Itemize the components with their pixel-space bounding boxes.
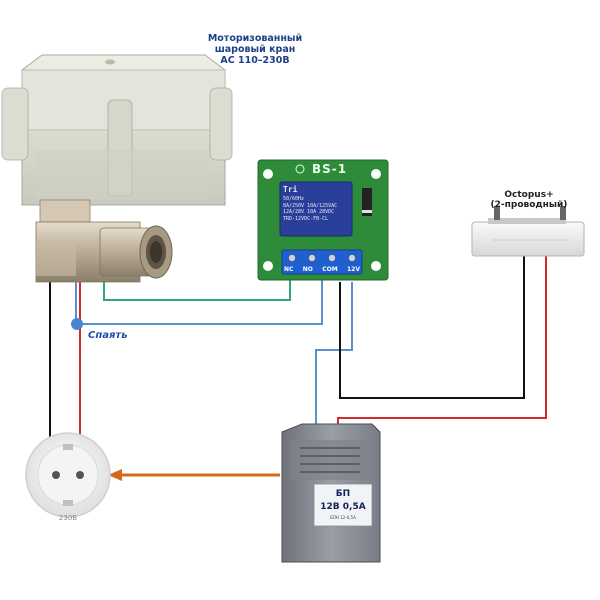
terminal-label-nc: NC <box>284 266 294 273</box>
socket-pin-hole <box>52 471 60 479</box>
relay-markings: Tri 50/60Hz 8A/250V 10A/125VAC 12A/28V 1… <box>283 185 351 233</box>
splice-label: Спаять <box>88 330 128 341</box>
relay-line1: 50/60Hz <box>283 195 305 202</box>
wire-black-sensor <box>339 256 525 399</box>
valve-label: Моторизованный шаровый кран AC 110–230В <box>200 33 310 67</box>
sensor-label-line1: Octopus+ <box>504 190 554 200</box>
wire-blue-psu <box>315 282 353 430</box>
splice-dot <box>71 318 83 330</box>
relay-model: TRD-12VDC-FB-CL <box>283 216 329 223</box>
sensor-label: Octopus+ (2-проводный) <box>484 190 574 211</box>
terminal-label-12v: 12V <box>346 266 360 273</box>
relay-board <box>257 159 389 281</box>
sensor-label-line2: (2-проводный) <box>490 200 568 211</box>
socket-pin-hole <box>76 471 84 479</box>
relay <box>279 181 353 237</box>
logo-icon <box>295 164 305 174</box>
leak-sensor <box>471 206 585 257</box>
relay-line3: 12A/28V 10A 28VDC <box>283 209 335 216</box>
terminal-labels: NC NO COM 12V <box>284 266 360 273</box>
psu-title: БП <box>335 489 351 499</box>
terminal-label-no: NO <box>302 266 313 273</box>
board-name: BS-1 <box>312 162 348 176</box>
terminal-block <box>281 249 363 275</box>
psu-spec: 12В 0,5А <box>320 502 366 512</box>
mounting-hole <box>263 261 273 271</box>
mounting-hole <box>371 261 381 271</box>
valve-label-line3: AC 110–230В <box>220 54 290 66</box>
mounting-hole <box>263 169 273 179</box>
motorized-valve <box>1 54 233 283</box>
valve-label-line1: Моторизованный <box>207 33 303 44</box>
power-socket <box>25 432 111 518</box>
mounting-hole <box>371 169 381 179</box>
relay-line2: 8A/250V 10A/125VAC <box>283 202 338 209</box>
arrow-head-icon <box>108 469 122 481</box>
valve-label-line2: шаровый кран <box>214 43 296 55</box>
wire-red-sensor <box>337 256 547 430</box>
psu-label-plate <box>313 483 373 527</box>
relay-brand: Tri <box>283 185 298 194</box>
psu-small-print: БПН 12-0,5А <box>330 515 356 520</box>
diode <box>362 188 372 216</box>
power-supply <box>281 423 381 563</box>
terminal-label-com: COM <box>322 266 338 273</box>
wire-blue-valve <box>75 278 323 325</box>
socket-label: 230В <box>58 514 78 522</box>
wire-green <box>103 278 291 301</box>
